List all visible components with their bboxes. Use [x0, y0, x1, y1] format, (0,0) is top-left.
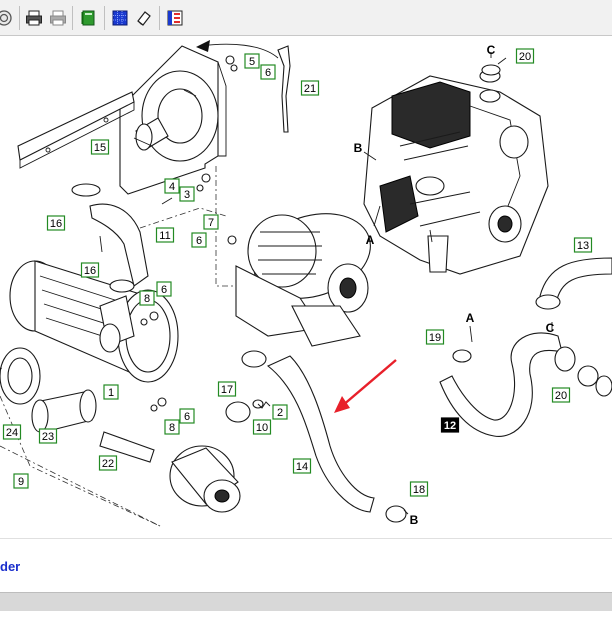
- eraser-icon[interactable]: [135, 9, 153, 27]
- callout-2[interactable]: 2: [272, 404, 288, 420]
- reference-letter-c: C: [546, 321, 555, 335]
- callout-number: 23: [42, 431, 54, 443]
- callout-12[interactable]: 12: [440, 417, 460, 433]
- callout-number: 9: [18, 476, 24, 488]
- callout-number: 6: [184, 411, 190, 423]
- callout-1[interactable]: 1: [103, 384, 119, 400]
- callout-19[interactable]: 19: [425, 329, 445, 345]
- callout-number: 2: [277, 407, 283, 419]
- reference-letter-a: A: [366, 233, 375, 247]
- toolbar: [0, 0, 612, 36]
- callout-16[interactable]: 16: [46, 215, 66, 231]
- callout-13[interactable]: 13: [573, 237, 593, 253]
- reference-letter-c: C: [487, 43, 496, 57]
- callout-22[interactable]: 22: [98, 455, 118, 471]
- callout-number: 6: [196, 235, 202, 247]
- callout-number: 4: [169, 181, 175, 193]
- callout-number: 16: [84, 265, 96, 277]
- callout-number: 1: [108, 387, 114, 399]
- callout-11[interactable]: 11: [155, 227, 175, 243]
- callout-8[interactable]: 8: [164, 419, 180, 435]
- diagram-letters: C B A A C B: [354, 43, 555, 527]
- callout-number: 3: [184, 189, 190, 201]
- callout-6[interactable]: 6: [156, 281, 172, 297]
- callout-5[interactable]: 5: [244, 53, 260, 69]
- reference-letter-b: B: [354, 141, 363, 155]
- callout-16[interactable]: 16: [80, 262, 100, 278]
- parts-order-link[interactable]: der: [0, 559, 21, 574]
- help-circle-icon[interactable]: [0, 9, 13, 27]
- callout-number: 22: [102, 458, 114, 470]
- callout-number: 10: [256, 422, 268, 434]
- callout-8[interactable]: 8: [139, 290, 155, 306]
- callout-17[interactable]: 17: [217, 381, 237, 397]
- reference-letter-b: B: [410, 513, 419, 527]
- callout-number: 17: [221, 384, 233, 396]
- diagram-callouts: 1234566667889101112131415161617181920202…: [2, 48, 593, 497]
- diagram-artwork: [0, 40, 612, 527]
- printer-icon[interactable]: [25, 9, 43, 27]
- callout-number: 21: [304, 83, 316, 95]
- callout-6[interactable]: 6: [179, 408, 195, 424]
- callout-14[interactable]: 14: [292, 458, 312, 474]
- callout-6[interactable]: 6: [260, 64, 276, 80]
- callout-number: 14: [296, 461, 308, 473]
- callout-18[interactable]: 18: [409, 481, 429, 497]
- callout-15[interactable]: 15: [90, 139, 110, 155]
- reference-letter-a: A: [466, 311, 475, 325]
- callout-6[interactable]: 6: [191, 232, 207, 248]
- callout-9[interactable]: 9: [13, 473, 29, 489]
- callout-number: 7: [208, 217, 214, 229]
- callout-number: 18: [413, 484, 425, 496]
- callout-3[interactable]: 3: [179, 186, 195, 202]
- callout-7[interactable]: 7: [203, 214, 219, 230]
- callout-number: 12: [444, 420, 456, 432]
- callout-number: 15: [94, 142, 106, 154]
- callout-number: 5: [249, 56, 255, 68]
- callout-number: 20: [519, 51, 531, 63]
- callout-number: 6: [265, 67, 271, 79]
- callout-23[interactable]: 23: [38, 428, 58, 444]
- blue-grid-icon[interactable]: [111, 9, 129, 27]
- callout-number: 11: [159, 230, 170, 242]
- callout-21[interactable]: 21: [300, 80, 320, 96]
- callout-number: 8: [144, 293, 150, 305]
- printer-gray-icon[interactable]: [49, 9, 67, 27]
- callout-number: 19: [429, 332, 441, 344]
- callout-number: 24: [6, 427, 18, 439]
- callout-number: 16: [50, 218, 62, 230]
- callout-20[interactable]: 20: [551, 387, 571, 403]
- green-book-icon[interactable]: [80, 9, 98, 27]
- status-bar: [0, 592, 612, 611]
- callout-4[interactable]: 4: [164, 178, 180, 194]
- callout-24[interactable]: 24: [2, 424, 22, 440]
- callout-20[interactable]: 20: [515, 48, 535, 64]
- callout-number: 20: [555, 390, 567, 402]
- parts-list-icon[interactable]: [166, 9, 184, 27]
- callout-number: 8: [169, 422, 175, 434]
- callout-10[interactable]: 10: [252, 419, 272, 435]
- callout-number: 13: [577, 240, 589, 252]
- callout-number: 6: [161, 284, 167, 296]
